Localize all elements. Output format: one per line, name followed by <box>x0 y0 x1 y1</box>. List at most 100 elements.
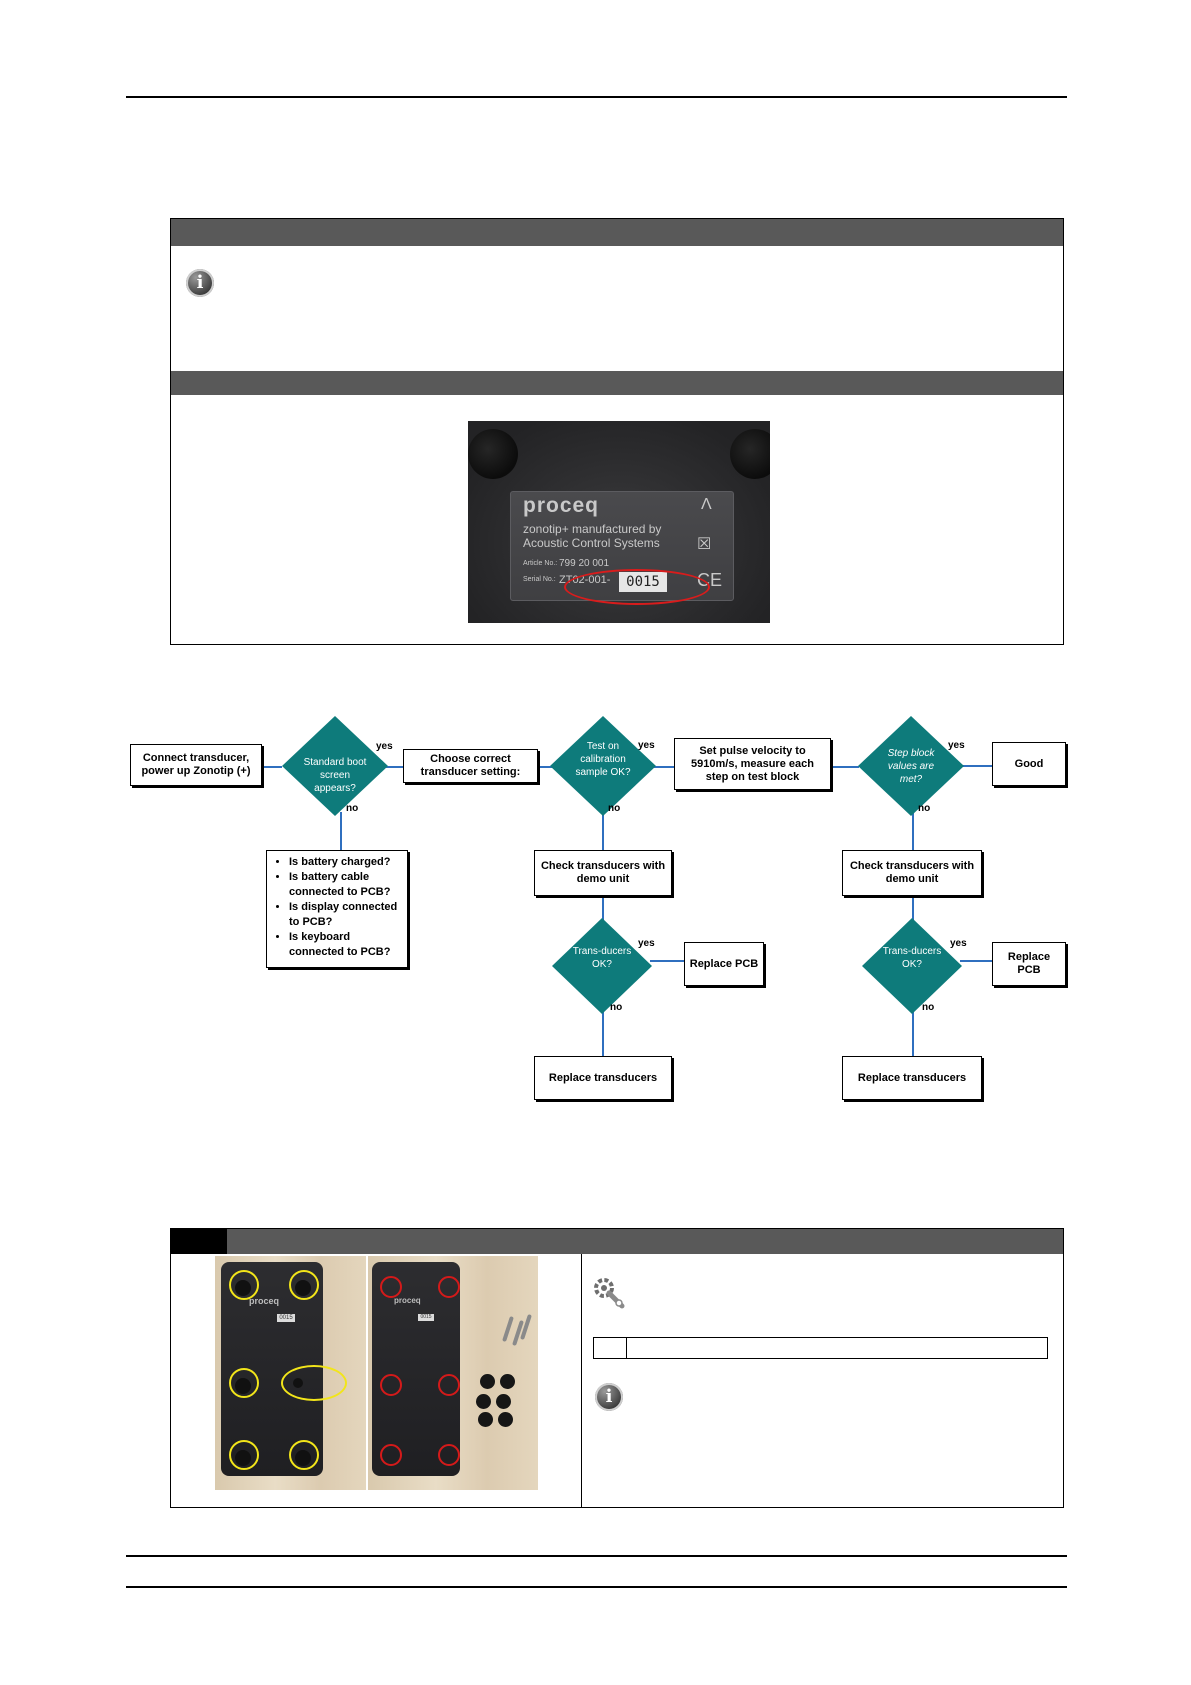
decision-transducers-left-text: Trans-ducers OK? <box>572 946 632 970</box>
info-icon: i <box>186 269 214 297</box>
good-box: Good <box>992 742 1066 786</box>
column-divider <box>581 1254 582 1508</box>
connector <box>602 896 604 926</box>
screw-marker-yellow <box>281 1365 347 1401</box>
connector <box>340 812 342 850</box>
step-table-row <box>593 1337 1048 1359</box>
serial-number-panel: i proceq Λ zonotip+ manufactured by Acou… <box>170 218 1064 645</box>
connector <box>912 896 914 926</box>
replace-pcb-right-box: Replace PCB <box>992 942 1066 986</box>
checklist-item: Is display connected to PCB? <box>289 900 401 930</box>
troubleshooting-flowchart: Connect transducer, power up Zonotip (+)… <box>0 700 1191 1110</box>
plate-brand: proceq <box>523 494 600 517</box>
check-transducers-left-box: Check transducers with demo unit <box>534 850 672 896</box>
yes-label: yes <box>376 741 393 752</box>
decision-calibration-sample <box>550 716 656 816</box>
housing-photo-screws: proceq 0015 <box>215 1256 366 1490</box>
yes-label: yes <box>948 740 965 751</box>
disassembly-panel: proceq 0015 proceq 0015 <box>170 1228 1064 1508</box>
weee-bin-icon: ☒ <box>697 536 712 553</box>
acs-logo-icon: Λ <box>701 496 712 513</box>
replace-pcb-left-box: Replace PCB <box>684 942 764 986</box>
plate-line-1: zonotip+ manufactured by <box>523 522 662 536</box>
rubber-foot <box>468 429 518 479</box>
decision-step-block-text: Step block values are met? <box>887 748 935 785</box>
housing-photo-parts: proceq 0015 <box>368 1256 538 1490</box>
screw-marker-yellow <box>229 1270 259 1300</box>
screw-marker-yellow <box>289 1270 319 1300</box>
screw-marker-red <box>438 1276 460 1298</box>
checklist-item: Is keyboard connected to PCB? <box>289 930 401 960</box>
footer-rule <box>126 1586 1067 1588</box>
hardware-checklist: Is battery charged? Is battery cable con… <box>266 850 408 968</box>
connector <box>912 1006 914 1056</box>
decision-boot-screen-text: Standard boot screen appears? <box>303 757 367 794</box>
replace-transducers-left-box: Replace transducers <box>534 1056 672 1100</box>
removed-foot-cap <box>496 1394 511 1409</box>
decision-transducers-right-text: Trans-ducers OK? <box>882 946 942 970</box>
housing-serial-label: 0015 <box>418 1314 434 1321</box>
decision-calibration-text: Test on calibration sample OK? <box>575 741 631 778</box>
removed-foot-cap <box>480 1374 495 1389</box>
footer-rule <box>126 1555 1067 1557</box>
housing-brand: proceq <box>394 1296 421 1305</box>
set-pulse-velocity-box: Set pulse velocity to 5910m/s, measure e… <box>674 738 831 790</box>
screw-marker-yellow <box>229 1368 259 1398</box>
no-label: no <box>922 1002 935 1013</box>
screw-marker-red <box>380 1374 402 1396</box>
yes-label: yes <box>638 740 655 751</box>
yes-label: yes <box>638 938 655 949</box>
no-label: no <box>608 803 621 814</box>
screw-marker-red <box>380 1276 402 1298</box>
removed-foot-cap <box>500 1374 515 1389</box>
housing-brand: proceq <box>249 1296 280 1306</box>
decision-boot-screen <box>282 716 388 816</box>
screw-marker-yellow <box>229 1440 259 1470</box>
connector <box>831 766 859 768</box>
plate-line-2: Acoustic Control Systems <box>523 536 660 550</box>
choose-transducer-box: Choose correct transducer setting: <box>403 749 538 783</box>
removed-screw <box>502 1316 514 1342</box>
screw-marker-red <box>380 1444 402 1466</box>
start-box: Connect transducer, power up Zonotip (+) <box>130 744 262 786</box>
connector <box>650 960 684 962</box>
connector <box>602 1006 604 1056</box>
panel-header-bar <box>171 371 1063 395</box>
article-value: 799 20 001 <box>559 558 610 569</box>
tools-icon <box>594 1278 625 1309</box>
serial-label: Serial No.: <box>523 576 556 583</box>
no-label: no <box>610 1002 623 1013</box>
removed-foot-cap <box>498 1412 513 1427</box>
step-number-tab <box>171 1229 227 1254</box>
connector <box>912 812 914 850</box>
checklist-item: Is battery charged? <box>289 855 401 870</box>
decision-transducers-left <box>552 918 652 1014</box>
connector <box>386 766 404 768</box>
no-label: no <box>918 803 931 814</box>
screw-marker-yellow <box>289 1440 319 1470</box>
connector <box>602 812 604 850</box>
replace-transducers-right-box: Replace transducers <box>842 1056 982 1100</box>
header-rule <box>126 96 1067 98</box>
decision-transducers-right <box>862 918 962 1014</box>
connector <box>652 766 674 768</box>
connector <box>260 766 282 768</box>
check-transducers-right-box: Check transducers with demo unit <box>842 850 982 896</box>
removed-foot-cap <box>478 1412 493 1427</box>
yes-label: yes <box>950 938 967 949</box>
panel-header-bar <box>171 219 1063 246</box>
rubber-foot <box>730 429 770 479</box>
screw-marker-red <box>438 1374 460 1396</box>
serial-plate-photo: proceq Λ zonotip+ manufactured by Acoust… <box>468 421 770 623</box>
connector <box>962 765 992 767</box>
housing-serial-label: 0015 <box>277 1314 295 1322</box>
screw-marker-red <box>438 1444 460 1466</box>
panel-header-bar <box>171 1229 1063 1254</box>
connector <box>538 766 554 768</box>
removed-foot-cap <box>476 1394 491 1409</box>
info-icon: i <box>595 1383 623 1411</box>
decision-step-block <box>858 716 964 816</box>
serial-highlight-ellipse <box>564 569 710 605</box>
connector <box>960 960 992 962</box>
no-label: no <box>346 803 359 814</box>
